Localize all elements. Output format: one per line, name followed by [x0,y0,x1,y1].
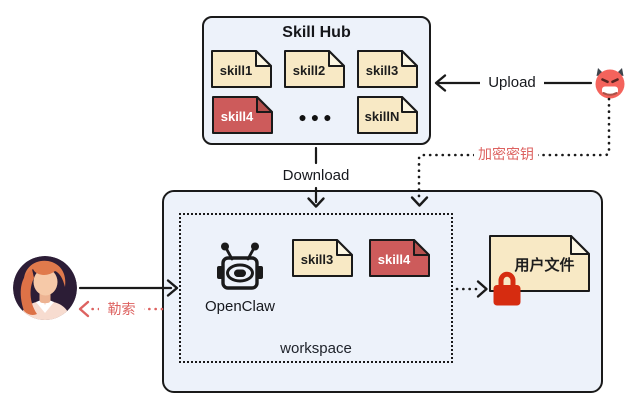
ransom-label: 勒索 [99,299,144,319]
hub-file-skill1: skill1 [211,50,272,88]
file-icon [212,96,273,134]
upload-label: Upload [480,72,544,93]
red-lock-icon [493,271,521,306]
file-icon [357,96,418,134]
ws-file-skill4-malicious: skill4 [369,239,430,277]
file-icon [292,239,353,277]
workspace-label: workspace [280,340,352,357]
file-label: skill1 [219,62,253,78]
ws-file-skill3: skill3 [292,239,353,277]
file-icon [211,50,272,88]
hub-file-skillN: skillN [357,96,418,134]
file-icon [369,239,430,277]
hub-file-skill2: skill2 [284,50,345,88]
file-label: skill4 [377,251,411,267]
file-label: skill4 [220,108,254,124]
file-icon [357,50,418,88]
file-icon [284,50,345,88]
workspace-dotted-box: workspace [179,213,453,363]
encrypt-key-label: 加密密钥 [474,144,538,164]
file-label: 用户文件 [514,257,575,274]
skill-hub-title: Skill Hub [282,24,351,41]
file-label: skill3 [365,62,399,78]
agent-name: OpenClaw [204,298,276,315]
hub-file-skill4-malicious: skill4 [212,96,273,134]
download-label: Download [279,165,353,186]
file-label: skill2 [292,62,326,78]
devil-emoji-icon [595,68,625,99]
file-label: skillN [364,108,400,124]
person-avatar [13,256,77,320]
hub-file-skill3: skill3 [357,50,418,88]
file-label: skill3 [300,251,334,267]
robot-icon [217,242,263,290]
more-skills-ellipsis: ●●● [298,109,336,125]
